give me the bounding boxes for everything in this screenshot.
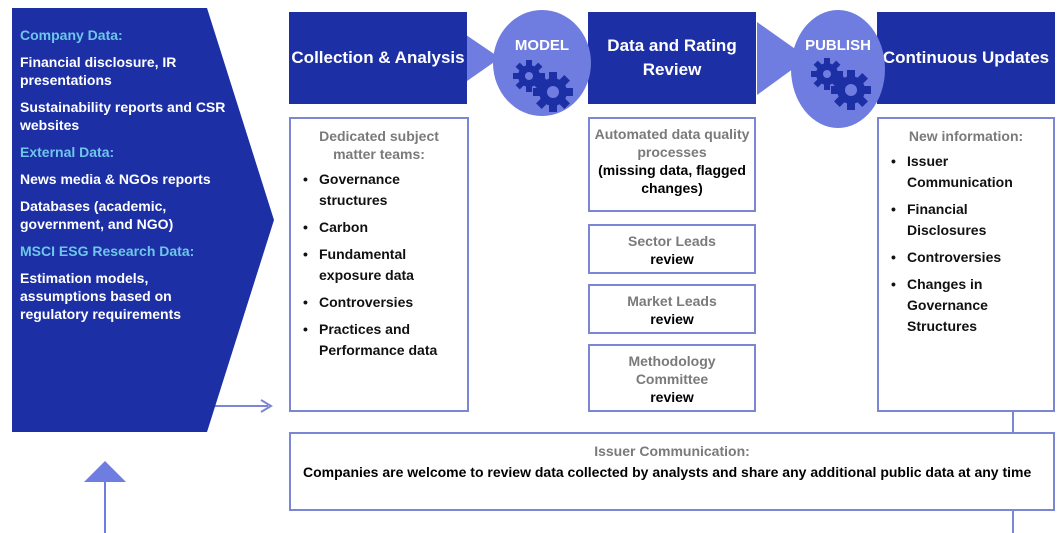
bullet-financial-disclosures: Financial Disclosures: [885, 199, 1047, 241]
market-leads-sub: review: [650, 311, 694, 327]
collection-analysis-header: Collection & Analysis: [289, 12, 467, 104]
bullet-issuer-communication: Issuer Communication: [885, 151, 1047, 193]
publish-label: PUBLISH: [805, 37, 871, 54]
bullet-fundamental: Fundamental exposure data: [297, 244, 461, 286]
model-circle: MODEL: [493, 10, 591, 116]
issuer-communication-title: Issuer Communication:: [594, 443, 750, 459]
bullet-governance-changes: Changes in Governance Structures: [885, 274, 1047, 337]
collection-box-title: Dedicated subject matter teams:: [319, 128, 439, 162]
collection-analysis-title: Collection & Analysis: [291, 48, 465, 67]
quality-process-box: Automated data quality processes (missin…: [588, 117, 756, 212]
market-leads-title: Market Leads: [627, 293, 717, 309]
quality-process-title: Automated data quality processes: [594, 126, 750, 160]
sector-leads-title: Sector Leads: [628, 233, 716, 249]
bullet-controversies: Controversies: [297, 292, 461, 313]
data-rating-review-header: Data and Rating Review: [588, 12, 756, 104]
sector-leads-sub: review: [650, 251, 694, 267]
data-sources-panel: Company Data: Financial disclosure, IR p…: [12, 8, 274, 432]
methodology-title: Methodology Committee: [628, 353, 716, 387]
collection-box: Dedicated subject matter teams: Governan…: [289, 117, 469, 412]
source-item-databases: Databases (academic, government, and NGO…: [20, 198, 174, 232]
bullet-governance: Governance structures: [297, 169, 461, 211]
sources-to-collection-arrowhead: [260, 399, 273, 413]
source-item-financial: Financial disclosure, IR presentations: [20, 54, 177, 88]
external-data-heading: External Data:: [20, 144, 115, 160]
quality-process-sub: (missing data, flagged changes): [598, 162, 746, 196]
updates-box: New information: Issuer Communication Fi…: [877, 117, 1055, 412]
publish-circle: PUBLISH: [791, 10, 885, 128]
sector-leads-box: Sector Leads review: [588, 224, 756, 274]
issuer-communication-body: Companies are welcome to review data col…: [303, 464, 1032, 480]
source-item-news: News media & NGOs reports: [20, 171, 211, 187]
issuer-communication-box: Issuer Communication: Companies are welc…: [289, 432, 1055, 511]
continuous-updates-header: Continuous Updates: [877, 12, 1055, 104]
source-item-estimation: Estimation models, assumptions based on …: [20, 270, 182, 322]
updates-box-title: New information:: [908, 128, 1024, 144]
market-leads-box: Market Leads review: [588, 284, 756, 334]
continuous-updates-title: Continuous Updates: [882, 48, 1050, 67]
source-panel-shape: [12, 8, 274, 432]
arrow-right-icon-2: [757, 22, 808, 95]
bullet-practices: Practices and Performance data: [297, 319, 461, 361]
source-content: Company Data: Financial disclosure, IR p…: [20, 26, 238, 332]
company-data-heading: Company Data:: [20, 27, 123, 43]
methodology-box: Methodology Committee review: [588, 344, 756, 412]
gear-icon: [513, 60, 573, 112]
bullet-carbon: Carbon: [297, 217, 461, 238]
gear-icon: [811, 58, 871, 110]
data-rating-review-title: Data and Rating Review: [607, 36, 737, 79]
arrow-up-icon: [84, 461, 126, 482]
collection-bullets: Governance structures Carbon Fundamental…: [297, 169, 461, 361]
source-item-sustainability: Sustainability reports and CSR websites: [20, 99, 226, 133]
model-label: MODEL: [514, 37, 570, 54]
bullet-controversies-updates: Controversies: [885, 247, 1047, 268]
methodology-sub: review: [650, 389, 694, 405]
updates-bullets: Issuer Communication Financial Disclosur…: [885, 151, 1047, 337]
msci-data-heading: MSCI ESG Research Data:: [20, 243, 195, 259]
